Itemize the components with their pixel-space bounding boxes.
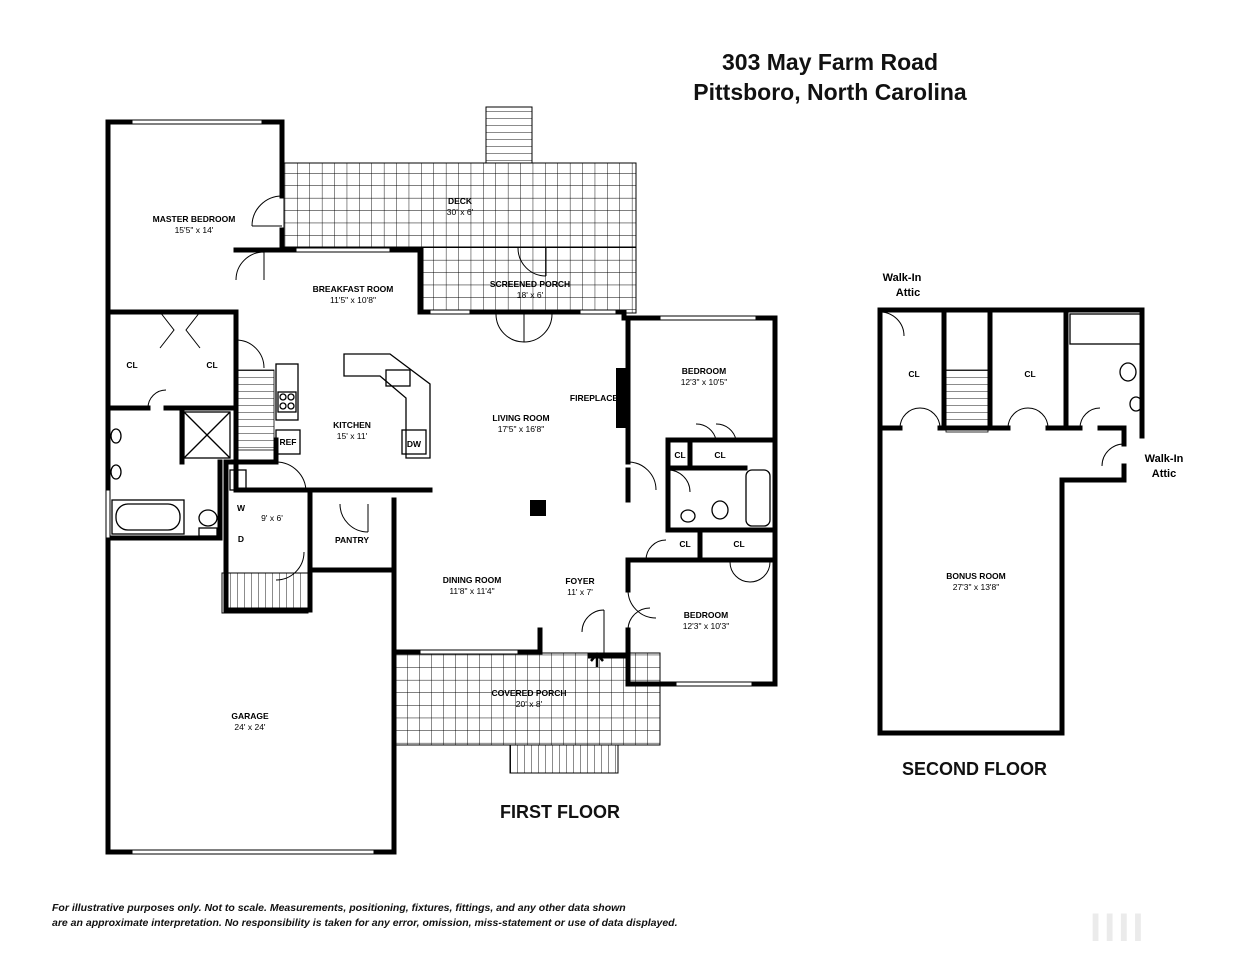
disclaimer-line-1: For illustrative purposes only. Not to s… <box>52 902 626 914</box>
dining-room-name: DINING ROOM <box>443 575 502 585</box>
bedroom-lower-name: BEDROOM <box>684 610 728 620</box>
bathtub-icon <box>745 469 771 527</box>
closet-label: CL <box>1024 369 1035 379</box>
foyer-dims: 11' x 7' <box>567 587 593 597</box>
kitchen-name: KITCHEN <box>333 420 371 430</box>
dishwasher-label: DW <box>407 439 422 449</box>
deck-stairs <box>485 106 533 164</box>
garage-stairs <box>221 572 309 614</box>
first-floor-walls <box>105 119 778 855</box>
title-street: 303 May Farm Road <box>721 49 939 75</box>
second-floor-stairs <box>945 369 989 433</box>
closet-label: CL <box>714 450 725 460</box>
second-floor-label: SECOND FLOOR <box>902 759 1048 779</box>
master-bedroom-dims: 15'5" x 14' <box>175 225 214 235</box>
interior-stairs <box>235 369 275 451</box>
deck-name: DECK <box>448 196 473 206</box>
bedroom-upper-dims: 12'3" x 10'5" <box>681 377 728 387</box>
dishwasher-icon <box>401 429 427 455</box>
foyer-name: FOYER <box>565 576 594 586</box>
bedroom-lower-dims: 12'3" x 10'3" <box>683 621 730 631</box>
doors <box>147 195 1125 654</box>
closet-label: CL <box>674 450 685 460</box>
laundry-dims: 9' x 6' <box>261 513 283 523</box>
sink-icon <box>385 369 411 387</box>
bedroom-upper-name: BEDROOM <box>682 366 726 376</box>
refrigerator-label: REF <box>280 437 297 447</box>
sink-icon <box>680 509 696 523</box>
toilet-icon <box>198 509 218 527</box>
dining-room-dims: 11'8" x 11'4" <box>449 586 494 596</box>
title-address: 303 May Farm Road Pittsboro, North Carol… <box>620 47 1040 107</box>
disclaimer: For illustrative purposes only. Not to s… <box>52 901 678 931</box>
shower-icon <box>1069 313 1143 345</box>
garage-dims: 24' x 24' <box>234 722 266 732</box>
dryer-label: D <box>238 534 244 544</box>
column <box>530 500 546 516</box>
bonus-room-dims: 27'3" x 13'8" <box>953 582 1000 592</box>
toilet-icon <box>1119 362 1137 382</box>
toilet-icon <box>711 500 729 520</box>
breakfast-room-name: BREAKFAST ROOM <box>313 284 394 294</box>
shower-icon <box>183 411 231 459</box>
kitchen-dims: 15' x 11' <box>337 431 368 441</box>
cooktop-icon <box>277 391 297 413</box>
first-floor-label: FIRST FLOOR <box>500 802 620 822</box>
sink-icon <box>110 428 122 444</box>
kitchen-fixtures <box>229 353 431 491</box>
closet-label: CL <box>126 360 137 370</box>
room-labels: MASTER BEDROOM 15'5" x 14' DECK 30' x 6'… <box>126 196 1035 732</box>
pantry-name: PANTRY <box>335 535 369 545</box>
bathtub-icon <box>111 499 185 535</box>
closet-label: CL <box>908 369 919 379</box>
second-floor-walls <box>877 307 1145 736</box>
covered-porch-dims: 20' x 8' <box>516 699 543 709</box>
master-bedroom-name: MASTER BEDROOM <box>153 214 236 224</box>
porch-stairs <box>509 744 619 774</box>
breakfast-room-dims: 11'5" x 10'8" <box>330 295 376 305</box>
laundry-sink-icon <box>229 469 247 491</box>
closet-label: CL <box>206 360 217 370</box>
living-room-dims: 17'5" x 16'8" <box>498 424 545 434</box>
deck-dims: 30' x 6' <box>447 207 474 217</box>
screened-porch-area <box>422 246 637 314</box>
title-city: Pittsboro, North Carolina <box>693 79 967 105</box>
covered-porch-name: COVERED PORCH <box>491 688 566 698</box>
bonus-room-name: BONUS ROOM <box>946 571 1006 581</box>
garage-name: GARAGE <box>231 711 269 721</box>
disclaimer-line-2: are an approximate interpretation. No re… <box>52 917 678 929</box>
screened-porch-name: SCREENED PORCH <box>490 279 570 289</box>
closet-label: CL <box>679 539 690 549</box>
covered-porch-area <box>395 652 661 746</box>
refrigerator-icon <box>275 429 301 455</box>
living-room-name: LIVING ROOM <box>492 413 549 423</box>
closet-label: CL <box>733 539 744 549</box>
washer-label: W <box>237 503 246 513</box>
fireplace-label: FIREPLACE <box>570 393 619 403</box>
watermark-logo: IIII <box>1090 906 1147 950</box>
entry-arrow-icon <box>590 652 604 667</box>
bath-fixtures <box>110 313 1143 537</box>
screened-porch-dims: 18' x 6' <box>517 290 544 300</box>
